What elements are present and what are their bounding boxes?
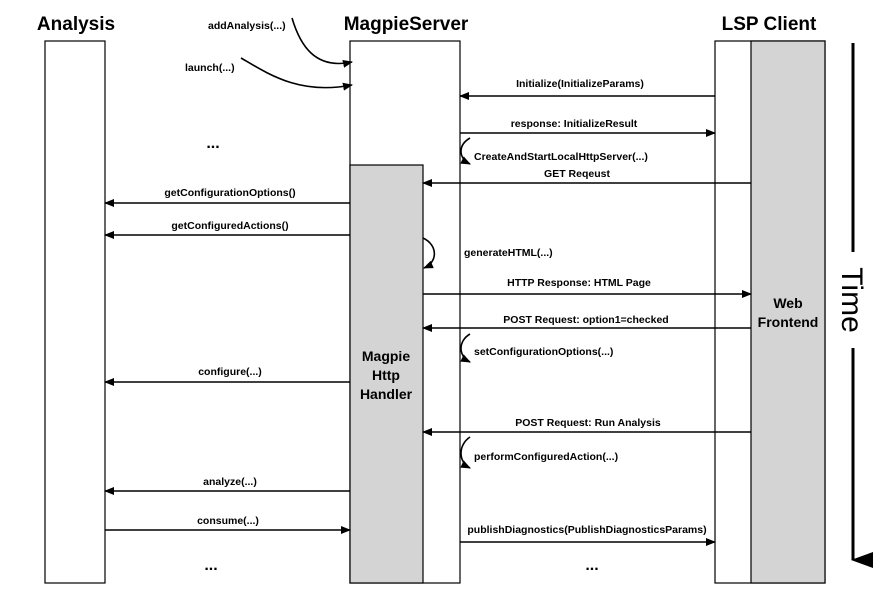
publish-diagnostics-label: publishDiagnostics(PublishDiagnosticsPar… [467,524,706,536]
time-label: Time [835,267,868,333]
post-option-label: POST Request: option1=checked [503,314,668,326]
add-analysis-label: addAnalysis(...) [208,20,286,32]
perform-action-self-arrow [460,436,471,469]
generate-html-self-arrow [422,237,436,269]
get-configured-actions-label: getConfiguredActions() [171,220,288,232]
create-server-label: CreateAndStartLocalHttpServer(...) [474,151,648,163]
magpie-http-handler-box [349,164,424,584]
ellipsis-client-bottom: ... [585,557,598,574]
consume-label: consume(...) [197,515,259,527]
set-config-options-self-arrow [460,333,471,363]
set-config-options-label: setConfigurationOptions(...) [474,346,613,358]
handler-label-line-2: Http [372,367,400,383]
generate-html-label: generateHTML(...) [464,247,553,259]
ellipsis-analysis-top: ... [206,135,219,152]
post-run-label: POST Request: Run Analysis [515,417,661,429]
frontend-label-line-1: Web [773,295,802,311]
response-label: response: InitializeResult [511,118,638,130]
launch-arrow [240,57,353,91]
lifeline-analysis [44,40,106,584]
get-request-label: GET Reqeust [544,168,610,180]
participant-lsp-client: LSP Client [722,14,817,35]
http-response-label: HTTP Response: HTML Page [507,277,651,289]
ellipsis-analysis-bottom: ... [204,557,217,574]
participant-analysis: Analysis [37,14,115,35]
handler-label-line-3: Handler [360,386,413,402]
analyze-label: analyze(...) [203,476,257,488]
perform-action-label: performConfiguredAction(...) [474,451,618,463]
web-frontend-box [750,40,826,584]
get-config-options-label: getConfigurationOptions() [164,187,295,199]
initialize-label: Initialize(InitializeParams) [516,78,644,90]
create-server-self-arrow [460,137,471,165]
configure-label: configure(...) [198,366,262,378]
frontend-label-line-2: Frontend [758,314,819,330]
launch-label: launch(...) [185,62,235,74]
add-analysis-arrow [291,17,353,68]
handler-label-line-1: Magpie [362,348,410,364]
participant-magpie-server: MagpieServer [344,14,469,35]
